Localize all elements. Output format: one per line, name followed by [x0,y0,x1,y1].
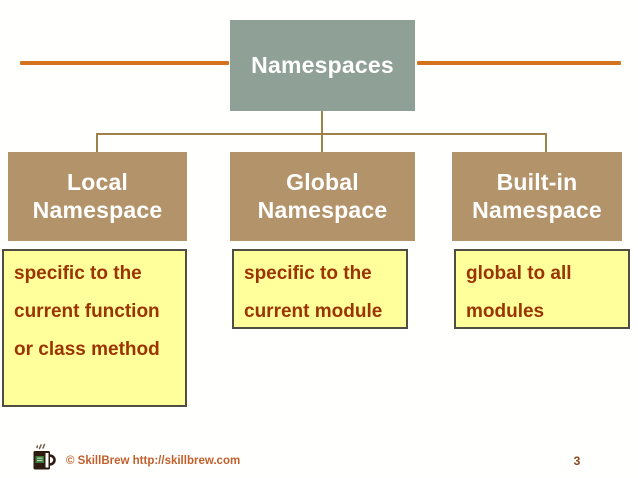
accent-rule-left [20,61,229,65]
note-line: current function [14,301,160,322]
page-number: 3 [573,454,581,468]
node-label-line: Namespace [472,196,602,223]
accent-rule-right [417,61,621,65]
node-label-line: Namespace [257,196,388,223]
node-label-line: Local [66,169,129,196]
note-line: specific to the [244,263,372,284]
node-label-line: Built-in [496,169,578,196]
note-line: specific to the [14,263,142,284]
node-label-line: Global [286,169,359,196]
diagram-node-namespaces: Namespaces [230,20,415,111]
note-builtin-namespace: global to all modules [454,249,630,329]
note-line: or class method [14,339,160,360]
connector-root-stem [321,111,323,133]
node-label: Namespaces [251,51,394,78]
note-line: modules [466,301,545,322]
connector-drop-right [545,133,547,152]
diagram-node-builtin-namespace: Built-in Namespace [452,152,622,241]
diagram-node-global-namespace: Global Namespace [230,152,415,241]
note-global-namespace: specific to the current module [232,249,408,329]
node-label-line: Namespace [32,196,163,223]
diagram-node-local-namespace: Local Namespace [8,152,187,241]
note-local-namespace: specific to the current function or clas… [2,249,187,407]
connector-drop-left [96,133,98,152]
connector-drop-mid [321,133,323,152]
note-line: global to all [466,263,572,284]
coffee-mug-icon [33,443,56,470]
footer-copyright: © SkillBrew http://skillbrew.com [66,455,241,467]
note-line: current module [244,301,383,322]
